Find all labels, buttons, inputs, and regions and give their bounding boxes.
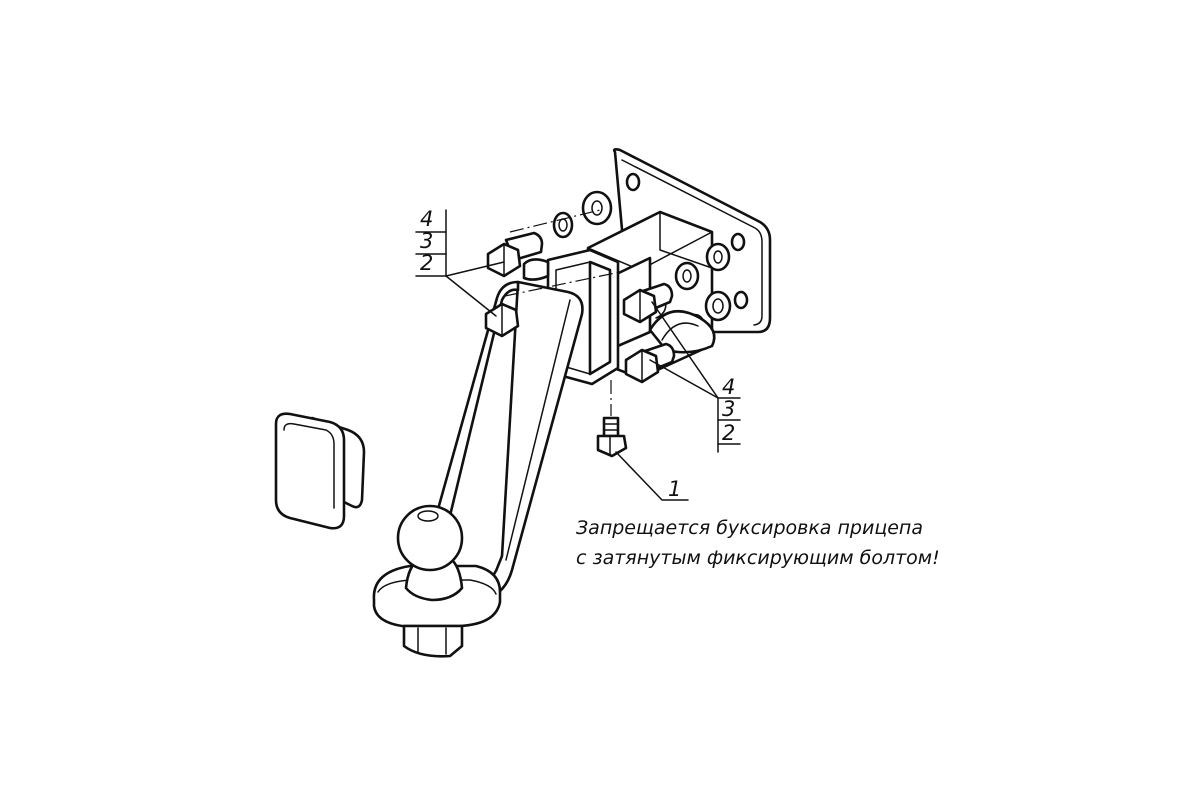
callout-label: 4	[420, 207, 433, 231]
washers-on-plate	[552, 190, 732, 339]
warning-line-2: с затянутым фиксирующим болтом!	[576, 547, 940, 569]
callout-group-right: 4 3 2	[722, 375, 735, 445]
pin-lower-right	[624, 342, 676, 384]
pin-upper-left	[486, 231, 550, 281]
warning-line-1: Запрещается буксировка прицепа	[576, 517, 923, 539]
ball-sphere	[396, 504, 464, 572]
tow-ball	[372, 504, 502, 658]
ball-nut	[402, 624, 464, 658]
pin-lower-left	[484, 302, 520, 338]
center-lines	[504, 209, 621, 416]
callout-label: 2	[420, 251, 433, 275]
receiver-cap	[274, 412, 366, 530]
plate-hole	[730, 232, 746, 252]
pin-upper-right	[622, 282, 674, 324]
callout-label-bolt: 1	[668, 477, 681, 501]
warning-note: Запрещается буксировка прицепа с затянут…	[576, 517, 940, 569]
plate-hole	[733, 290, 749, 310]
ball-mount-drawbar	[433, 248, 620, 602]
callout-label: 2	[722, 421, 735, 445]
callout-group-top-left: 4 3 2	[420, 207, 433, 275]
locking-bolt	[596, 416, 628, 458]
plate-hole	[625, 172, 641, 192]
leader-lines	[415, 209, 741, 501]
callout-label: 3	[420, 229, 433, 253]
callout-label: 3	[722, 397, 735, 421]
callout-label: 4	[722, 375, 735, 399]
